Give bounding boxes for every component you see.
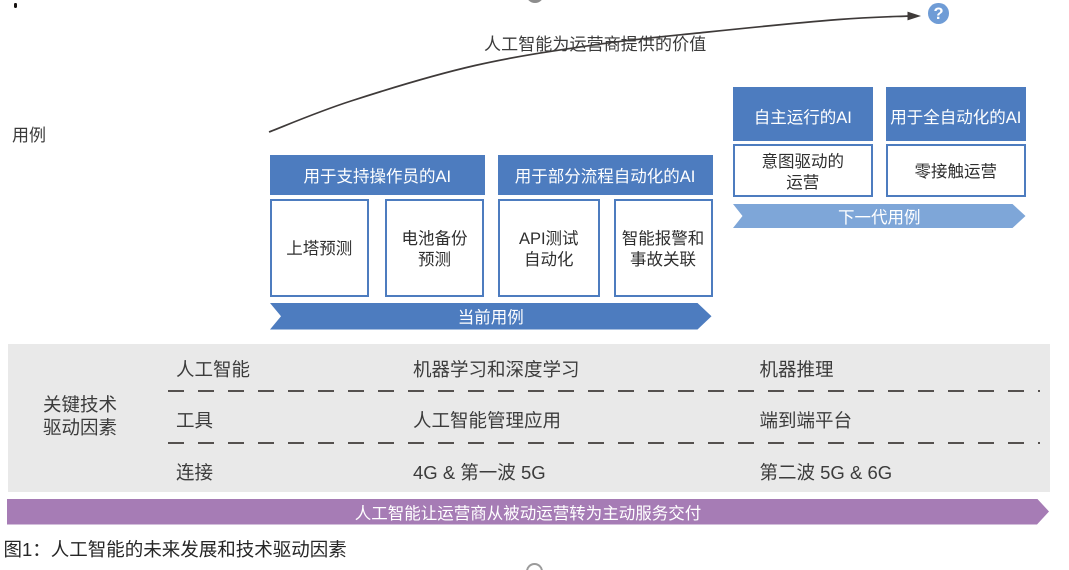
header-ai-autonomous: 自主运行的AI (733, 87, 873, 141)
tech-row-connect-mid: 4G & 第一波 5G (413, 462, 546, 483)
page-edge-disc-icon (526, 0, 544, 3)
dashed-divider-2 (167, 442, 1040, 444)
key-tech-panel (8, 344, 1050, 492)
page-edge-ring-icon (526, 563, 543, 570)
usecase-box-tower-prediction: 上塔预测 (270, 199, 369, 297)
usecase-box-zero-touch: 零接触运营 (886, 144, 1026, 197)
arrowhead-icon (907, 11, 921, 21)
tech-row-tools-right: 端到端平台 (759, 409, 853, 431)
tech-row-ai-mid: 机器学习和深度学习 (413, 359, 580, 380)
header-ai-full-automation: 用于全自动化的AI (886, 87, 1026, 141)
usecase-box-intent-driven: 意图驱动的 运营 (733, 144, 873, 197)
tech-row-ai-label: 人工智能 (176, 359, 251, 380)
key-tech-row-header: 关键技术 驱动因素 (42, 393, 117, 439)
tech-row-tools-mid: 人工智能管理应用 (413, 409, 562, 431)
usecase-box-battery-backup: 电池备份 预测 (385, 199, 484, 297)
question-mark-icon: ? (933, 4, 944, 23)
usecase-box-api-test: API测试 自动化 (498, 199, 600, 297)
tech-row-tools-label: 工具 (176, 409, 214, 431)
dashed-divider-1 (167, 390, 1040, 392)
banner-next-gen-use-cases: 下一代用例 (733, 204, 1026, 228)
tech-row-ai-right: 机器推理 (759, 359, 834, 380)
header-ai-supporting-operators: 用于支持操作员的AI (270, 155, 485, 195)
banner-proactive-service: 人工智能让运营商从被动运营转为主动服务交付 (7, 499, 1049, 525)
banner-current-use-cases: 当前用例 (270, 303, 712, 330)
help-button[interactable]: ? (928, 3, 949, 24)
usecase-box-smart-alarm: 智能报警和 事故关联 (613, 199, 713, 297)
header-ai-partial-automation: 用于部分流程自动化的AI (497, 155, 713, 195)
stray-dot (14, 3, 17, 8)
use-cases-axis-label: 用例 (12, 125, 46, 145)
value-arrow-label: 人工智能为运营商提供的价值 (484, 34, 707, 54)
tech-row-connect-label: 连接 (176, 462, 214, 483)
tech-row-connect-right: 第二波 5G & 6G (759, 462, 893, 483)
figure-caption: 图1：人工智能的未来发展和技术驱动因素 (3, 539, 347, 560)
